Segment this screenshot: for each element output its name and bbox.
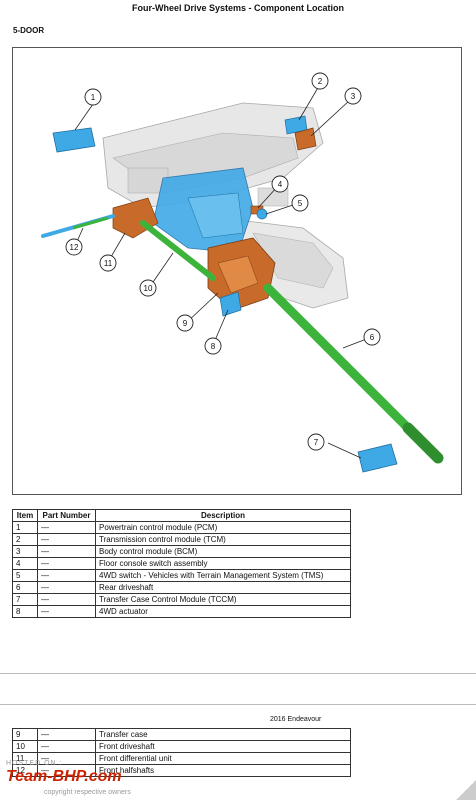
table-row: 4—Floor console switch assembly: [12, 557, 351, 570]
table-header-row: Item Part Number Description: [12, 509, 351, 522]
cell-description: Front differential unit: [95, 752, 351, 765]
table-row: 10—Front driveshaft: [12, 740, 351, 753]
cell-description: Powertrain control module (PCM): [95, 521, 351, 534]
svg-text:7: 7: [314, 438, 319, 447]
cell-item: 6: [12, 581, 38, 594]
cell-part-number: —: [37, 593, 96, 606]
cell-description: Body control module (BCM): [95, 545, 351, 558]
callout-8: 8: [204, 337, 222, 355]
cell-item: 1: [12, 521, 38, 534]
bcm-module: [294, 127, 317, 151]
cell-part-number: —: [37, 569, 96, 582]
cell-item: 2: [12, 533, 38, 546]
cell-description: 4WD actuator: [95, 605, 351, 618]
callout-11: 11: [99, 254, 117, 272]
callout-2: 2: [311, 72, 329, 90]
watermark-brand-logo: Team-BHP.com: [6, 768, 122, 785]
cell-description: Floor console switch assembly: [95, 557, 351, 570]
page-break: [0, 673, 476, 705]
header-part-number: Part Number: [37, 509, 96, 522]
callout-7: 7: [307, 433, 325, 451]
callout-4: 4: [271, 175, 289, 193]
svg-text:11: 11: [104, 259, 113, 268]
cell-part-number: —: [37, 605, 96, 618]
svg-text:4: 4: [278, 180, 283, 189]
cell-part-number: —: [37, 581, 96, 594]
svg-text:3: 3: [351, 92, 356, 101]
callout-9: 9: [176, 314, 194, 332]
cell-description: 4WD switch - Vehicles with Terrain Manag…: [95, 569, 351, 582]
rear-driveshaft-shape: [263, 283, 444, 464]
callout-3: 3: [344, 87, 362, 105]
table-row: 6—Rear driveshaft: [12, 581, 351, 594]
table-row: 1—Powertrain control module (PCM): [12, 521, 351, 534]
table-row: 8—4WD actuator: [12, 605, 351, 618]
svg-text:12: 12: [70, 243, 79, 252]
front-driveshaft-shape: [140, 220, 216, 281]
cell-part-number: —: [37, 557, 96, 570]
svg-text:8: 8: [211, 342, 216, 351]
model-year-label: 2016 Endeavour: [270, 716, 322, 723]
pcm-module: [52, 127, 96, 153]
cell-item: 5: [12, 569, 38, 582]
cell-description: Front driveshaft: [95, 740, 351, 753]
front-halfshaft: [41, 214, 115, 238]
component-table: Item Part Number Description 1—Powertrai…: [12, 509, 351, 618]
watermark-copyright: copyright respective owners: [44, 789, 131, 796]
table-row: 3—Body control module (BCM): [12, 545, 351, 558]
cell-part-number: —: [37, 545, 96, 558]
page-curl-corner: [456, 780, 476, 800]
header-item: Item: [12, 509, 38, 522]
page-title: Four-Wheel Drive Systems - Component Loc…: [131, 3, 345, 13]
cell-item: 10: [12, 740, 38, 753]
drivetrain-illustration: 1 2 3 4 5 6 7 8 9 10 11 12: [41, 72, 444, 473]
variant-label: 5-DOOR: [13, 26, 45, 35]
component-location-diagram: 1 2 3 4 5 6 7 8 9 10 11 12: [12, 47, 462, 495]
svg-text:10: 10: [144, 284, 153, 293]
cell-description: Transfer case: [95, 728, 351, 741]
cell-part-number: —: [37, 740, 96, 753]
table-row: 2—Transmission control module (TCM): [12, 533, 351, 546]
table-row: 9—Transfer case: [12, 728, 351, 741]
transfer-case: [207, 237, 276, 311]
cell-part-number: —: [37, 521, 96, 534]
cell-part-number: —: [37, 728, 96, 741]
svg-text:5: 5: [298, 199, 303, 208]
cell-item: 8: [12, 605, 38, 618]
table-row: 5—4WD switch - Vehicles with Terrain Man…: [12, 569, 351, 582]
cell-item: 7: [12, 593, 38, 606]
callout-6: 6: [363, 328, 381, 346]
callout-5: 5: [291, 194, 309, 212]
callout-1: 1: [84, 88, 102, 106]
cell-part-number: —: [37, 533, 96, 546]
table-row: 12—Front halfshafts: [12, 764, 351, 777]
4wd-switch: [256, 208, 268, 220]
cell-description: Transmission control module (TCM): [95, 533, 351, 546]
cell-description: Rear driveshaft: [95, 581, 351, 594]
cell-item: 9: [12, 728, 38, 741]
svg-text:1: 1: [91, 93, 96, 102]
table-row: 7—Transfer Case Control Module (TCCM): [12, 593, 351, 606]
cell-item: 4: [12, 557, 38, 570]
svg-text:9: 9: [183, 319, 188, 328]
cell-item: 3: [12, 545, 38, 558]
header-description: Description: [95, 509, 351, 522]
transmission: [152, 167, 254, 254]
table-row: 11—Front differential unit: [12, 752, 351, 765]
cell-description: Transfer Case Control Module (TCCM): [95, 593, 351, 606]
callout-10: 10: [139, 279, 157, 297]
cell-description: Front halfshafts: [95, 764, 351, 777]
4wd-actuator: [219, 291, 242, 317]
svg-text:2: 2: [318, 77, 323, 86]
tccm-module: [357, 443, 398, 473]
callout-12: 12: [65, 238, 83, 256]
watermark-hosted-on: HOSTED ON :: [6, 760, 63, 767]
svg-text:6: 6: [370, 333, 375, 342]
